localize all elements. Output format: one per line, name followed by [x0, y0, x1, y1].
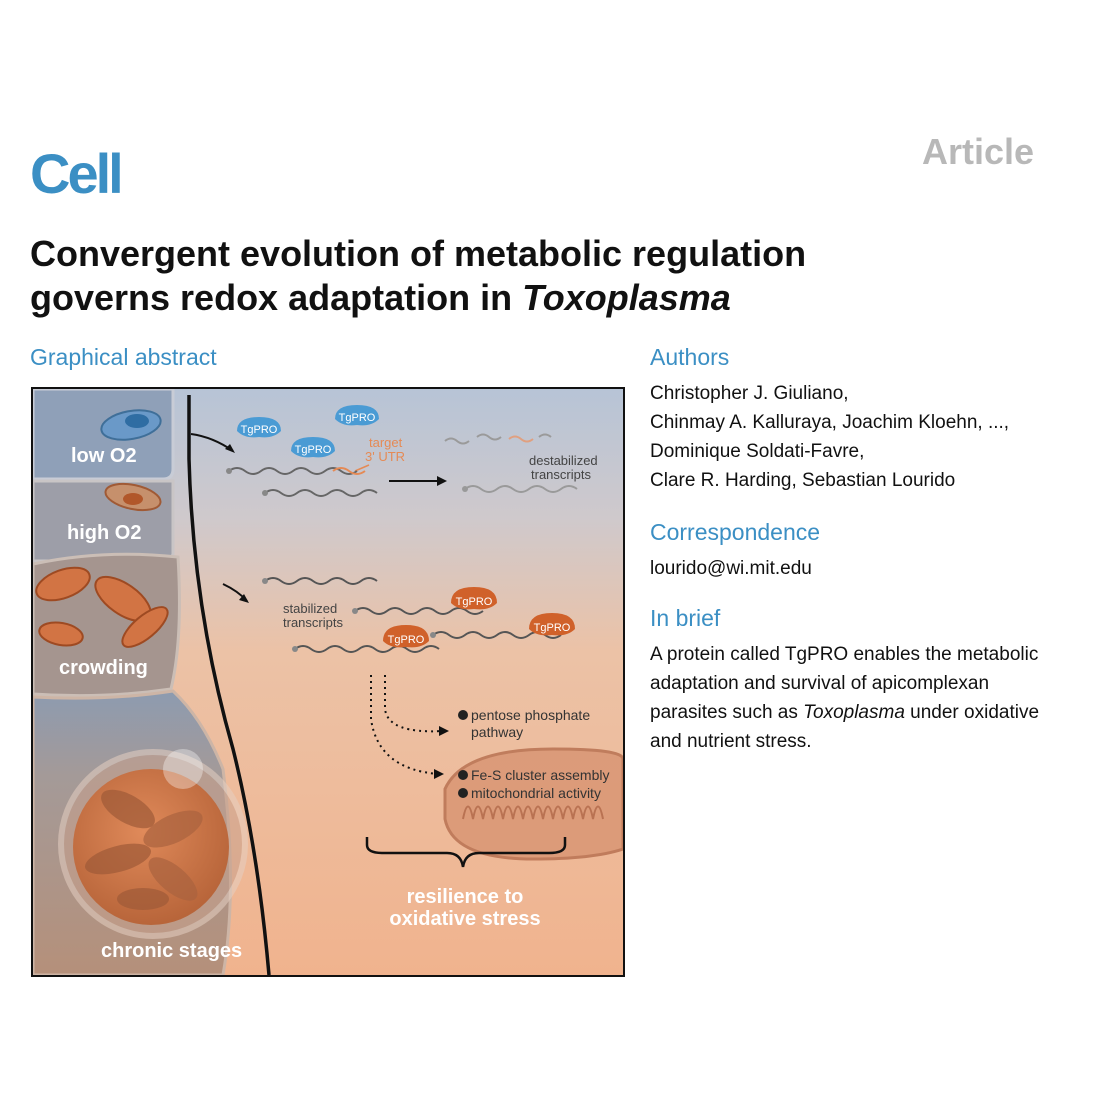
pathway-label-ppp: pentose phosphate [471, 707, 590, 723]
authors-section: Authors Christopher J. Giuliano, Chinmay… [650, 346, 1070, 495]
author-line: Clare R. Harding, Sebastian Lourido [650, 470, 956, 491]
tgpro-protein-orange-2: TgPRO [383, 625, 429, 648]
mrna-fragments-destabilized [444, 433, 578, 493]
destabilized-label-2: transcripts [531, 467, 591, 482]
correspondence-heading: Correspondence [650, 519, 821, 545]
stabilized-label-2: transcripts [283, 615, 343, 630]
mitochondrion [443, 747, 623, 861]
tgpro-label: TgPRO [534, 622, 571, 634]
outcome-label-1: resilience to [407, 886, 524, 908]
tgpro-label: TgPRO [241, 424, 278, 436]
tgpro-protein-blue-3: TgPRO [291, 437, 335, 458]
tgpro-protein-orange-3: TgPRO [529, 613, 575, 636]
outcome-label-2: oxidative stress [389, 908, 540, 930]
tgpro-label: TgPRO [456, 596, 493, 608]
stage-label-crowding: crowding [59, 657, 148, 679]
stabilized-label: stabilized [283, 601, 337, 616]
stage-label-high-o2: high O2 [67, 522, 141, 544]
parasite-low-o2 [100, 409, 162, 441]
article-title: Convergent evolution of metabolic regula… [30, 232, 1030, 320]
in-brief-text-part2: under oxidative and nutrient stress. [650, 702, 1040, 752]
pathway-label-fes: Fe-S cluster assembly [471, 767, 609, 783]
in-brief-organism: Toxoplasma [803, 702, 905, 723]
pathway-label-ppp-2: pathway [471, 724, 523, 740]
tgpro-label: TgPRO [295, 444, 332, 456]
utr-label: 3' UTR [365, 449, 405, 464]
pathway-label-mito: mitochondrial activity [471, 785, 601, 801]
in-brief-heading: In brief [650, 605, 721, 631]
destabilized-label: destabilized [529, 453, 598, 468]
authors-heading: Authors [650, 344, 730, 370]
author-line: Chinmay A. Kalluraya, Joachim Kloehn, ..… [650, 412, 1010, 433]
target-label: target [369, 435, 403, 450]
in-brief-section: In brief A protein called TgPRO enables … [650, 607, 1070, 756]
author-line: Dominique Soldati-Favre, [650, 441, 865, 462]
graphical-abstract-figure: low O2 high O2 crowding chronic stages T… [31, 387, 625, 977]
author-line: Christopher J. Giuliano, [650, 383, 849, 404]
tgpro-label: TgPRO [388, 634, 425, 646]
title-organism: Toxoplasma [522, 277, 731, 318]
mrna-transcripts-top [228, 467, 378, 497]
in-brief-text-part1: A protein called TgPRO enables the metab… [650, 644, 1039, 723]
tissue-cyst [58, 749, 248, 939]
in-brief-text: A protein called TgPRO enables the metab… [650, 640, 1050, 756]
tgpro-protein-blue-2: TgPRO [335, 405, 379, 426]
article-type-label: Article [921, 131, 1034, 172]
correspondence-email[interactable]: lourido@wi.mit.edu [650, 558, 812, 579]
parasite-high-o2 [104, 482, 162, 512]
title-line-2: governs redox adaptation in [30, 277, 523, 318]
tgpro-label: TgPRO [339, 412, 376, 424]
graphical-abstract-heading: Graphical abstract [30, 344, 217, 370]
stage-label-chronic: chronic stages [101, 940, 242, 962]
correspondence-section: Correspondence lourido@wi.mit.edu [650, 521, 1070, 583]
journal-logo: Cell [30, 142, 124, 205]
tgpro-protein-blue-1: TgPRO [237, 417, 281, 438]
title-line-1: Convergent evolution of metabolic regula… [30, 233, 807, 274]
stage-label-low-o2: low O2 [71, 445, 137, 467]
parasites-crowding [35, 566, 169, 648]
tgpro-protein-orange-1: TgPRO [451, 587, 497, 610]
